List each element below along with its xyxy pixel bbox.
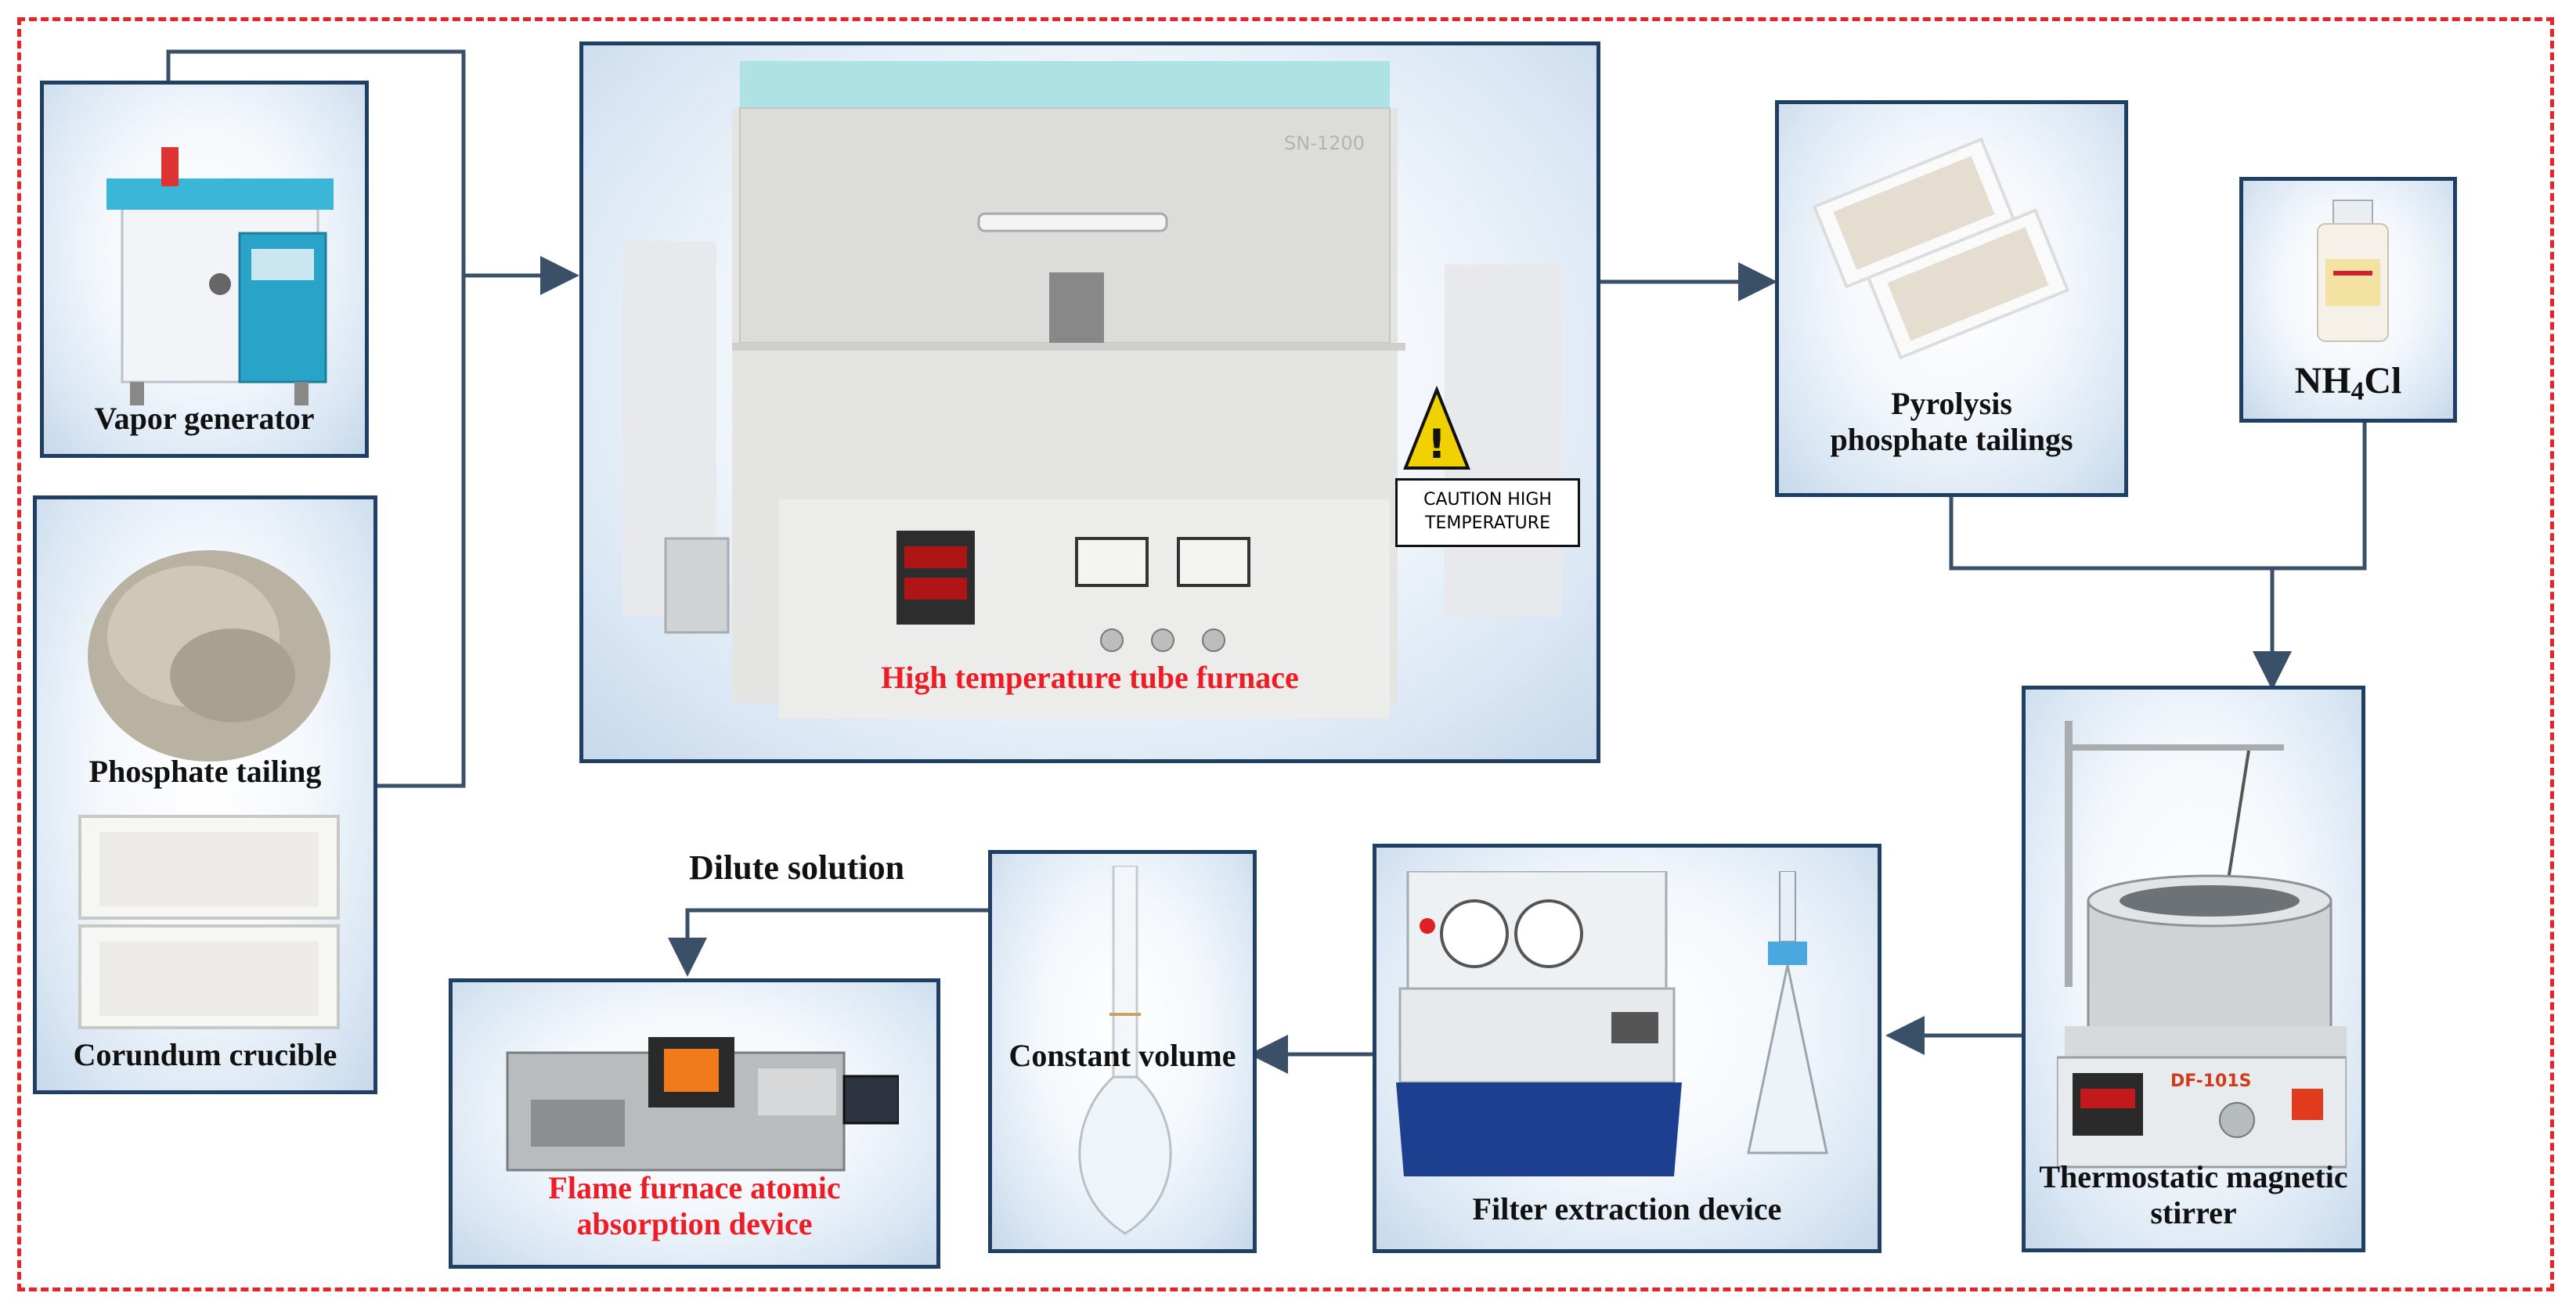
furnace-model-label: SN-1200 (1284, 132, 1365, 154)
stirrer-label: Thermostatic magnetic stirrer (2039, 1159, 2348, 1230)
tube-furnace-label: High temperature tube furnace (881, 660, 1299, 695)
flame-furnace-label: Flame furnace atomic absorption device (453, 1170, 936, 1242)
nh4cl-label: NH4Cl (2243, 359, 2453, 407)
constant-volume-label: Constant volume (1008, 1038, 1236, 1073)
connector-nh4cl (2272, 423, 2367, 571)
panel-constant-volume: Constant volume (988, 850, 1257, 1253)
volumetric-flask (1078, 866, 1172, 1235)
svg-text:!: ! (1427, 421, 1446, 468)
panel-vapor-generator: Vapor generator (40, 81, 369, 458)
nh4cl-label-main: NH (2294, 360, 2351, 402)
connector-pyrolysis (1949, 497, 2272, 571)
magnetic-stirrer-illustration (2057, 721, 2347, 1169)
panel-tube-furnace: ! SN-1200 CAUTION HIGH TEMPERATURE High … (579, 41, 1600, 763)
filter-extraction-illustration (1396, 871, 1828, 1176)
panel-flame-furnace: Flame furnace atomic absorption device (449, 978, 940, 1269)
pyrolysis-crucibles (1812, 137, 2070, 360)
connector-vapor (166, 49, 466, 276)
phosphate-tailing-label: Phosphate tailing (88, 754, 322, 789)
caution-line-1: CAUTION HIGH (1423, 490, 1552, 510)
tube-furnace-illustration: ! (622, 61, 1562, 719)
vapor-generator-illustration (106, 147, 334, 405)
panel-phosphate-tailing: Phosphate tailing Corundum crucible (33, 495, 377, 1094)
pyrolysis-label: Pyrolysis phosphate tailings (1779, 386, 2124, 458)
caution-sign: CAUTION HIGH TEMPERATURE (1395, 478, 1580, 547)
corundum-crucible-illustration (78, 815, 340, 1029)
dashed-frame (17, 17, 2554, 1291)
panel-stirrer: DF-101S Thermostatic magnetic stirrer (2022, 686, 2365, 1252)
stirrer-model-label: DF-101S (2170, 1071, 2252, 1091)
panel-filter: Filter extraction device (1373, 844, 1881, 1253)
flame-furnace-label-line-1: Flame furnace atomic (548, 1170, 841, 1205)
panel-nh4cl: NH4Cl (2239, 177, 2457, 423)
pyrolysis-label-line-2: phosphate tailings (1830, 422, 2073, 457)
reagent-bottle (2317, 200, 2389, 342)
atomic-absorption-illustration (506, 1037, 899, 1172)
nh4cl-label-subscript: 4 (2351, 376, 2365, 406)
dilute-solution-label: Dilute solution (689, 848, 905, 887)
phosphate-tailing-powder (88, 550, 330, 762)
flame-furnace-label-line-2: absorption device (576, 1206, 813, 1241)
panel-pyrolysis: Pyrolysis phosphate tailings (1775, 100, 2128, 497)
corundum-crucible-label: Corundum crucible (73, 1037, 337, 1072)
caution-line-2: TEMPERATURE (1425, 513, 1550, 533)
connector-tailing (377, 276, 466, 788)
pyrolysis-label-line-1: Pyrolysis (1891, 386, 2012, 421)
vapor-generator-label: Vapor generator (94, 401, 315, 436)
connector-dilute (668, 908, 988, 977)
filter-label: Filter extraction device (1472, 1191, 1782, 1226)
nh4cl-label-end: Cl (2364, 360, 2402, 402)
